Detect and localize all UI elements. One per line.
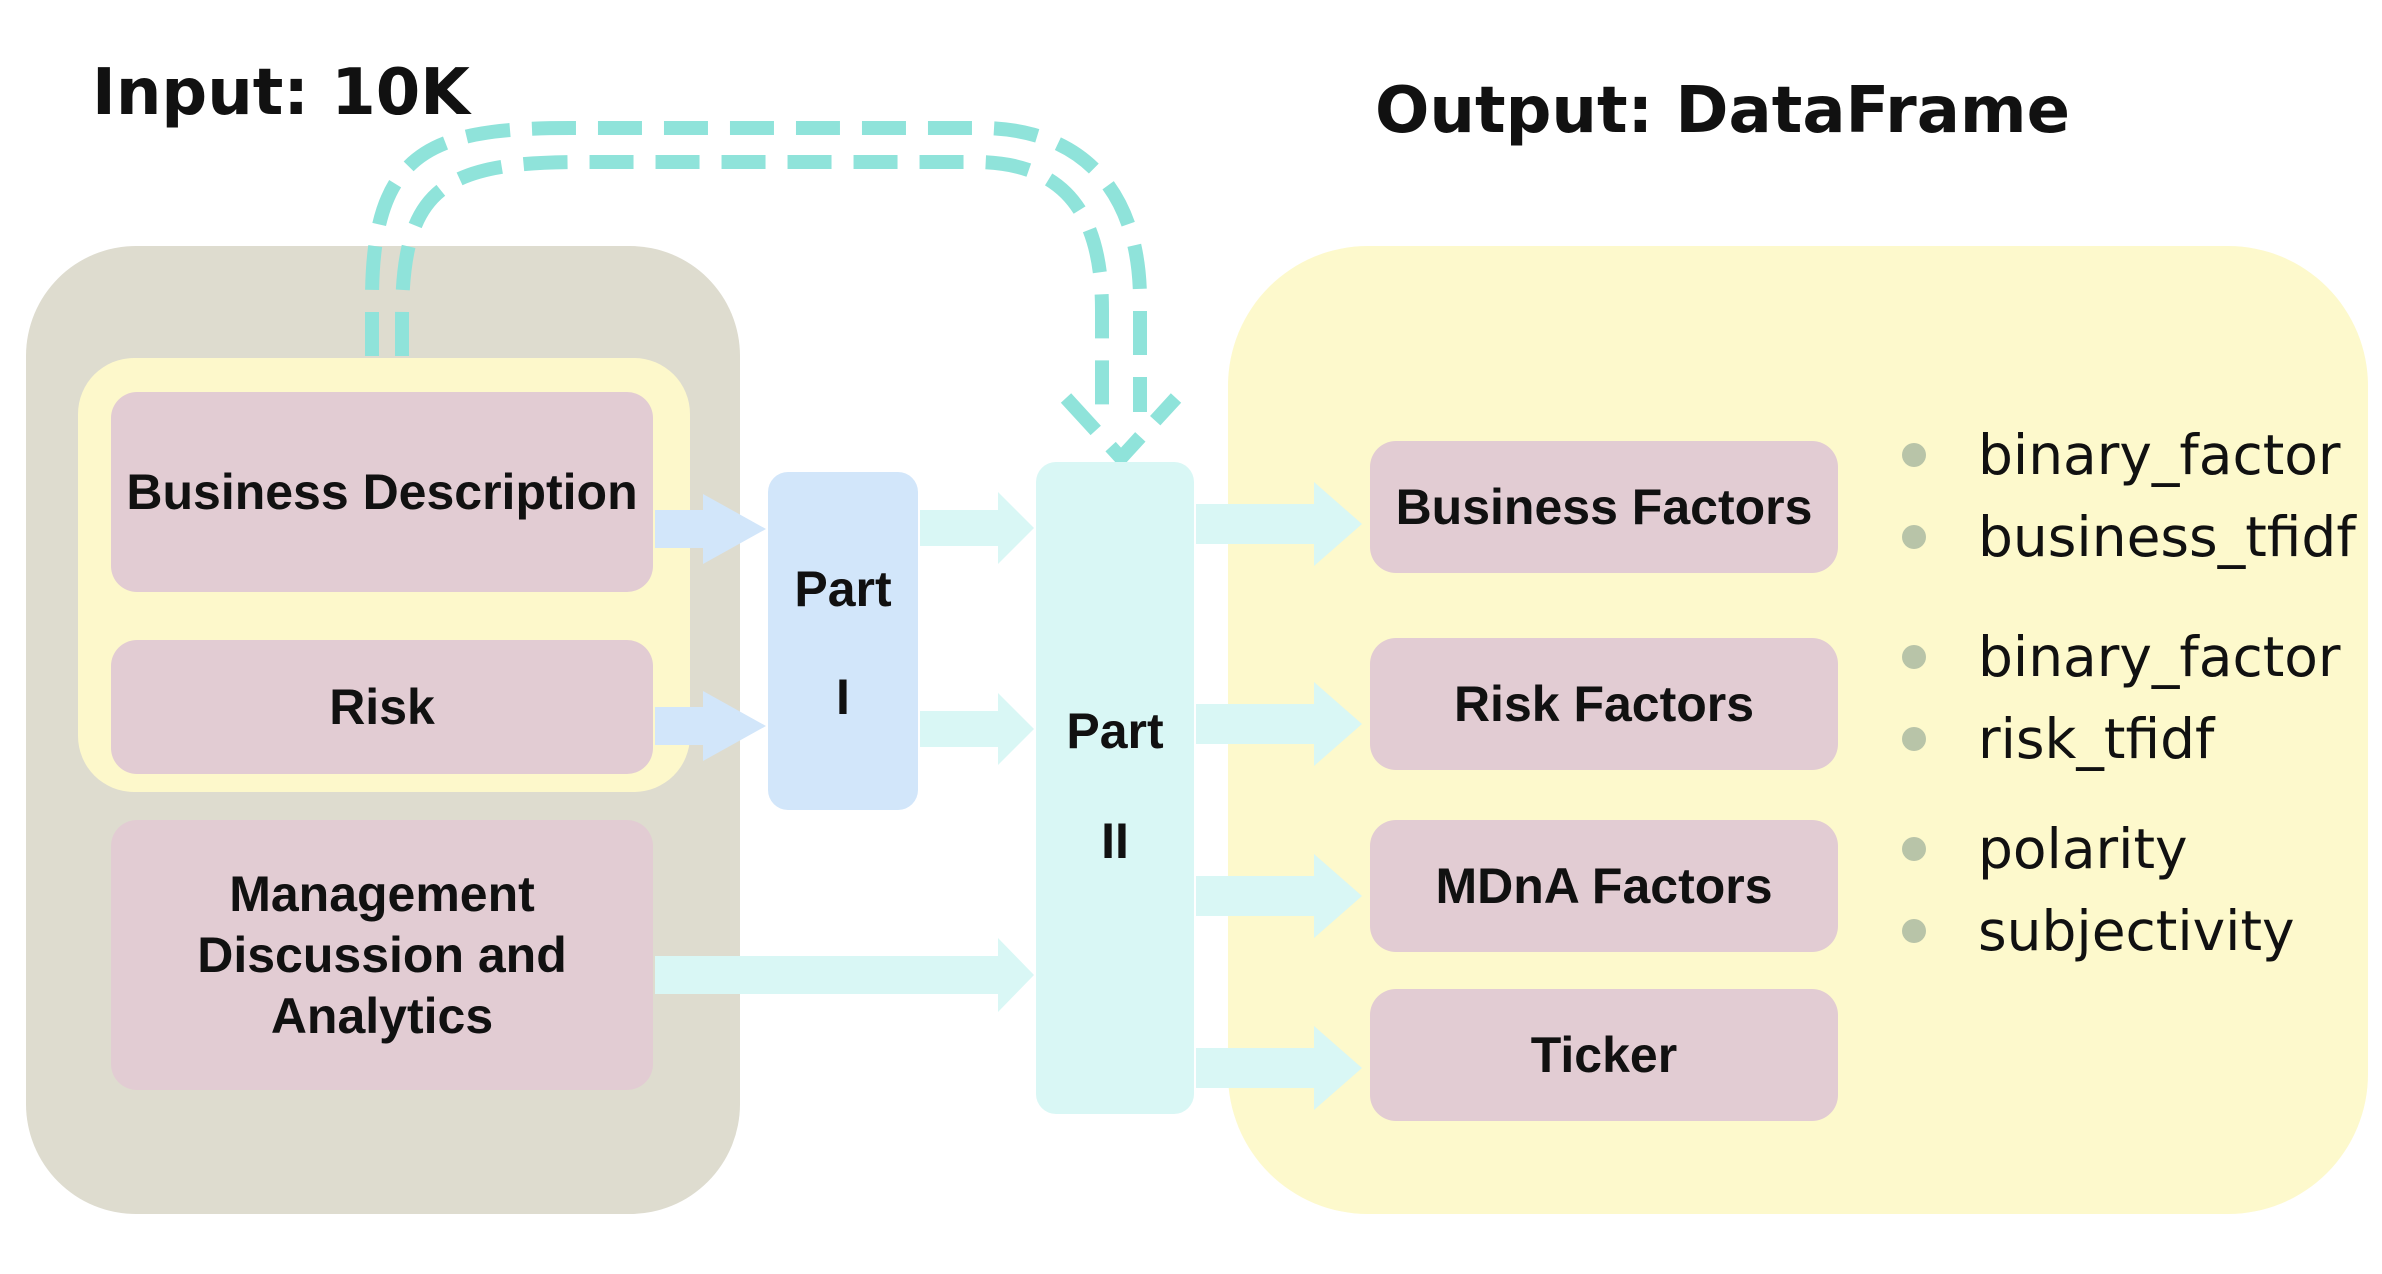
bullet-dot-icon	[1902, 727, 1926, 751]
arrow-risk-to-part1	[655, 691, 766, 761]
bullet-dot-icon	[1902, 525, 1926, 549]
field-label: business_tfidf	[1978, 505, 2356, 569]
dashed-loop-inner	[395, 155, 1109, 412]
part-2-word: Part	[1066, 703, 1164, 759]
bullet-dot-icon	[1902, 443, 1926, 467]
arrow-mdna-to-part2	[655, 938, 1034, 1012]
part-1-numeral: I	[836, 669, 850, 725]
management-discussion-box: Management Discussion and Analytics	[111, 820, 653, 1090]
ticker-box: Ticker	[1370, 989, 1838, 1121]
business-description-box: Business Description	[111, 392, 653, 592]
list-item: polarity	[1902, 808, 2295, 890]
output-title: Output: DataFrame	[1375, 74, 2070, 148]
mdna-factors-fields: polarity subjectivity	[1902, 808, 2295, 972]
list-item: business_tfidf	[1902, 496, 2356, 578]
business-factors-fields: binary_factor business_tfidf	[1902, 414, 2356, 578]
list-item: binary_factor	[1902, 414, 2356, 496]
list-item: risk_tfidf	[1902, 698, 2341, 780]
part-2-numeral: II	[1101, 813, 1129, 869]
arrow-part1-to-part2-lower	[920, 693, 1034, 765]
bullet-dot-icon	[1902, 919, 1926, 943]
mdna-factors-box: MDnA Factors	[1370, 820, 1838, 952]
management-discussion-label: Management Discussion and Analytics	[197, 865, 567, 1044]
bullet-dot-icon	[1902, 645, 1926, 669]
arrow-part1-to-part2-upper	[920, 492, 1034, 564]
part-2-block: Part II	[1036, 462, 1194, 1114]
bullet-dot-icon	[1902, 837, 1926, 861]
arrow-part2-to-business-factors	[1196, 482, 1362, 566]
arrow-part2-to-risk-factors	[1196, 682, 1362, 766]
field-label: binary_factor	[1978, 423, 2341, 487]
field-label: polarity	[1978, 817, 2188, 881]
arrow-business-to-part1	[655, 494, 766, 564]
list-item: subjectivity	[1902, 890, 2295, 972]
risk-factors-box: Risk Factors	[1370, 638, 1838, 770]
list-item: binary_factor	[1902, 616, 2341, 698]
part-1-block: Part I	[768, 472, 918, 810]
risk-box: Risk	[111, 640, 653, 774]
field-label: binary_factor	[1978, 625, 2341, 689]
part-1-word: Part	[794, 561, 892, 617]
business-factors-box: Business Factors	[1370, 441, 1838, 573]
dashed-loop-arrowhead	[1060, 393, 1182, 469]
field-label: risk_tfidf	[1978, 707, 2215, 771]
arrow-part2-to-ticker	[1196, 1026, 1362, 1110]
input-title: Input: 10K	[92, 56, 470, 130]
dashed-loop-outer	[365, 121, 1147, 412]
arrow-part2-to-mdna-factors	[1196, 854, 1362, 938]
risk-factors-fields: binary_factor risk_tfidf	[1902, 616, 2341, 780]
field-label: subjectivity	[1978, 899, 2295, 963]
dashed-loop-arrow	[365, 121, 1182, 469]
